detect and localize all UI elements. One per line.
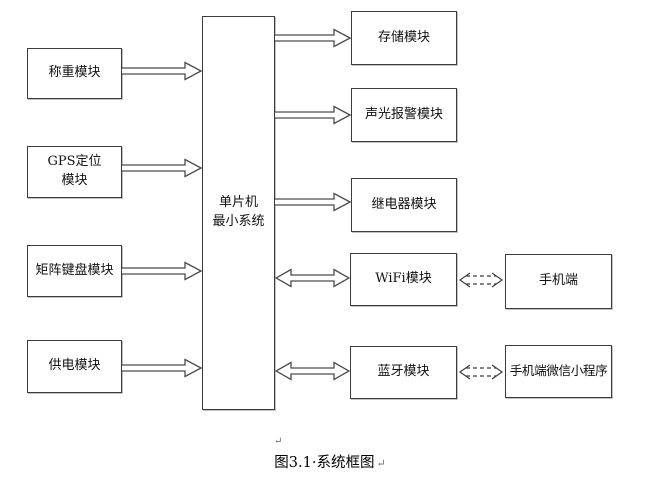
paragraph-mark-icon: ↵ [274, 436, 283, 447]
arrow-keyboard-to-mcu [122, 261, 202, 281]
node-weighing-module: 称重模块 [27, 48, 122, 99]
node-label: 矩阵键盘模块 [35, 262, 114, 278]
arrow-mcu-bluetooth-bidirectional [275, 361, 350, 381]
node-label: WiFi模块 [375, 271, 432, 287]
node-label: 声光报警模块 [364, 106, 443, 122]
node-label: 手机端微信小程序 [509, 363, 608, 379]
arrow-power-to-mcu [122, 358, 202, 378]
node-label: 称重模块 [48, 65, 101, 81]
node-storage-module: 存储模块 [351, 11, 457, 65]
arrow-mcu-to-alarm [275, 105, 351, 125]
node-phone: 手机端 [505, 254, 612, 309]
arrow-mcu-wifi-bidirectional [275, 268, 350, 288]
node-sound-light-alarm-module: 声光报警模块 [351, 88, 457, 142]
paragraph-mark-icon: ↵ [376, 457, 386, 470]
node-bluetooth-module: 蓝牙模块 [350, 346, 457, 399]
node-label: 蓝牙模块 [377, 364, 430, 380]
arrow-mcu-to-storage [275, 28, 351, 48]
node-power-module: 供电模块 [27, 340, 122, 393]
node-label: GPS定位 [47, 154, 102, 170]
node-label: 单片机 [218, 195, 258, 211]
node-label: 手机端 [538, 273, 578, 289]
node-matrix-keyboard-module: 矩阵键盘模块 [27, 245, 122, 297]
node-mcu-minimal-system: 单片机 最小系统 [202, 16, 275, 410]
arrow-gps-to-mcu [122, 158, 202, 178]
node-relay-module: 继电器模块 [351, 178, 457, 232]
node-label: 继电器模块 [371, 196, 437, 212]
node-label: 存储模块 [377, 29, 430, 45]
node-wifi-module: WiFi模块 [350, 253, 457, 306]
figure-caption: 图3.1·系统框图 [274, 455, 375, 471]
node-label: 供电模块 [48, 358, 101, 374]
node-label: 最小系统 [212, 214, 265, 229]
figure-caption-row: 图3.1·系统框图 ↵ [0, 451, 660, 472]
node-gps-module: GPS定位 模块 [27, 146, 122, 198]
arrow-bluetooth-miniprogram-dashed [458, 364, 504, 380]
arrow-mcu-to-relay [275, 192, 351, 212]
node-label: 模块 [61, 173, 88, 188]
node-wechat-miniprogram: 手机端微信小程序 [505, 345, 612, 398]
arrow-wifi-phone-dashed [458, 272, 504, 288]
arrow-weighing-to-mcu [122, 61, 202, 81]
